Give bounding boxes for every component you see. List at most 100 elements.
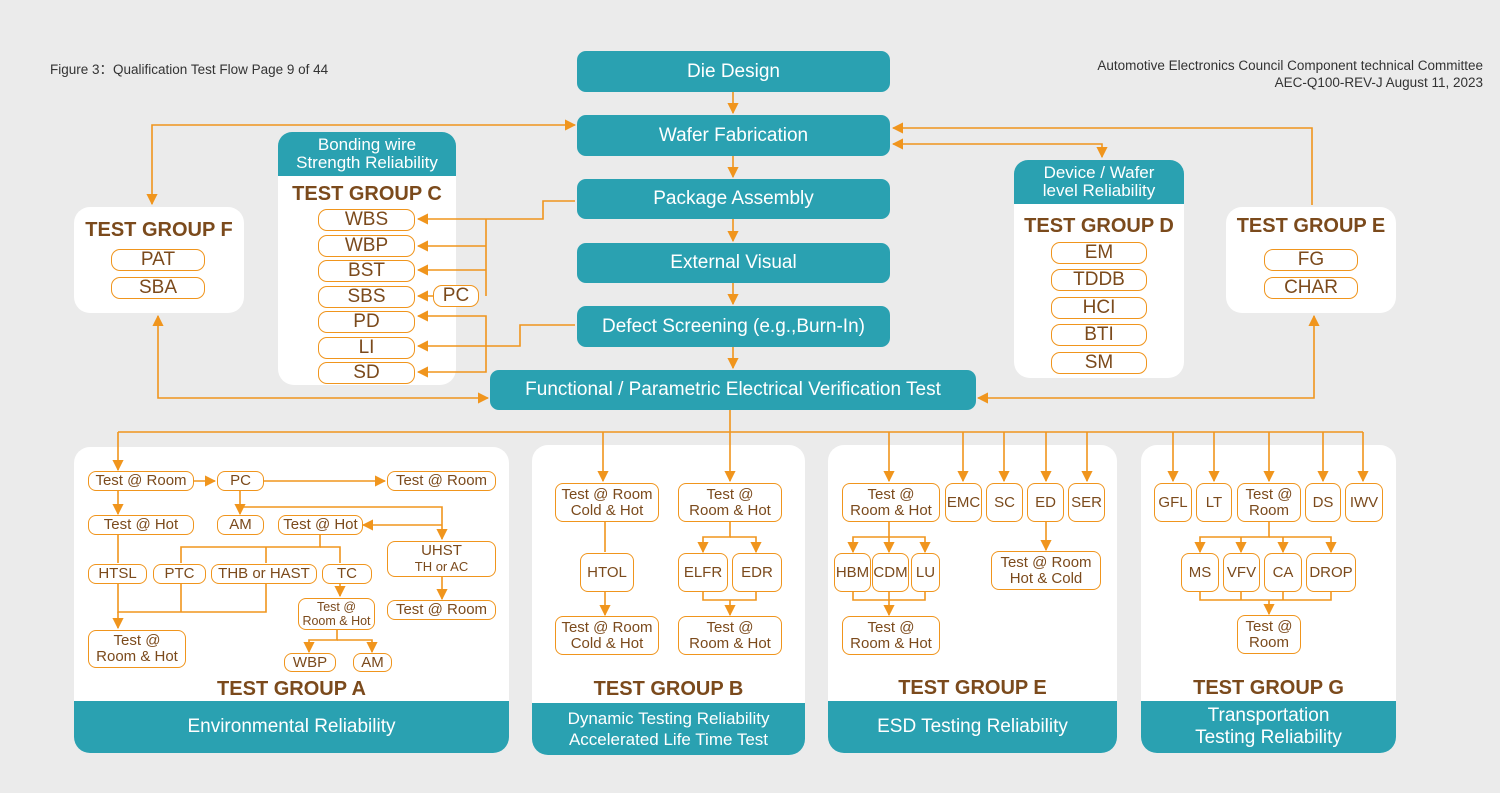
test-room-hot-box: Test @ Room & Hot [298, 598, 375, 630]
iwv-box: IWV [1345, 483, 1383, 522]
footer-line2: Accelerated Life Time Test [568, 730, 769, 749]
group-d-tab-line2: level Reliability [1042, 181, 1156, 200]
emc-box: EMC [945, 483, 982, 522]
group-d-item: HCI [1051, 297, 1147, 319]
group-d-title: TEST GROUP D [1024, 215, 1174, 237]
ed-box: ED [1027, 483, 1064, 522]
test-room-hot-line1: Test @ [113, 632, 161, 649]
group-c-item: BST [318, 260, 415, 282]
die-design-step: Die Design [577, 51, 890, 92]
defect-screening-step: Defect Screening (e.g.,Burn-In) [577, 306, 890, 347]
am-box: AM [353, 653, 392, 672]
group-c-tab-line1: Bonding wire [317, 135, 417, 154]
thb-hast-box: THB or HAST [211, 564, 317, 584]
box-line1: Test @ Room [1000, 553, 1092, 571]
group-a-title: TEST GROUP A [217, 678, 366, 700]
test-room-box: Test @ Room [88, 471, 194, 491]
document-header: Automotive Electronics Council Component… [1097, 57, 1483, 91]
group-c-title: TEST GROUP C [292, 183, 442, 205]
group-f-item: SBA [111, 277, 205, 299]
group-d-tab: Device / Wafer level Reliability [1014, 160, 1184, 204]
test-room-hot-box: Test @ Room & Hot [88, 630, 186, 668]
functional-verification-step: Functional / Parametric Electrical Verif… [490, 370, 976, 410]
test-hot-box: Test @ Hot [88, 515, 194, 535]
drop-box: DROP [1306, 553, 1356, 592]
test-room-hot-box: Test @ Room & Hot [842, 483, 940, 522]
lu-box: LU [911, 553, 940, 592]
group-d-item: EM [1051, 242, 1147, 264]
group-c-item: WBS [318, 209, 415, 231]
group-c-pc: PC [433, 285, 479, 307]
box-line1: Test @ [1245, 485, 1293, 503]
group-e-top-item: FG [1264, 249, 1358, 271]
group-e-top-title: TEST GROUP E [1236, 215, 1386, 237]
box-line2: Cold & Hot [570, 634, 644, 652]
box-line2: Room & Hot [689, 501, 771, 519]
ptc-box: PTC [153, 564, 206, 584]
group-d-tab-line1: Device / Wafer [1043, 163, 1155, 182]
test-room-box: Test @ Room [1237, 483, 1301, 522]
box-line1: Test @ Room [561, 485, 653, 503]
group-c-item: PD [318, 311, 415, 333]
ms-box: MS [1181, 553, 1219, 592]
figure-caption: Figure 3：Qualification Test Flow Page 9 … [50, 62, 329, 77]
box-line2: Room & Hot [850, 501, 932, 519]
box-line1: Test @ [706, 618, 754, 636]
group-d-item: BTI [1051, 324, 1147, 346]
group-f-title: TEST GROUP F [85, 219, 233, 241]
box-line1: Test @ [867, 618, 915, 636]
group-c-item: LI [318, 337, 415, 359]
uhst-sub-label: TH or AC [414, 559, 469, 574]
box-line1: Test @ Room [561, 618, 653, 636]
group-e-top-item: CHAR [1264, 277, 1358, 299]
group-c-tab: Bonding wire Strength Reliability [278, 132, 456, 176]
revision-date: AEC-Q100-REV-J August 11, 2023 [1274, 75, 1483, 90]
test-room-hot-box: Test @ Room & Hot [678, 483, 782, 522]
test-room-hot-box: Test @ Room & Hot [842, 616, 940, 655]
group-a-footer: Environmental Reliability [74, 701, 509, 753]
group-g-footer: Transportation Testing Reliability [1141, 701, 1396, 753]
test-room-hot-line1: Test @ [316, 600, 357, 614]
footer-line1: Dynamic Testing Reliability [567, 709, 770, 728]
test-room-hot-line2: Room & Hot [96, 648, 178, 665]
test-room-cold-hot-box: Test @ Room Cold & Hot [555, 616, 659, 655]
box-line2: Hot & Cold [1009, 569, 1083, 587]
sc-box: SC [986, 483, 1023, 522]
box-line1: Test @ [1245, 617, 1293, 635]
council-name: Automotive Electronics Council Component… [1097, 58, 1483, 73]
footer-line2: Testing Reliability [1195, 727, 1342, 748]
test-room-cold-hot-box: Test @ Room Cold & Hot [555, 483, 659, 522]
ca-box: CA [1264, 553, 1302, 592]
am-box: AM [217, 515, 264, 535]
box-line2: Cold & Hot [570, 501, 644, 519]
group-g-title: TEST GROUP G [1193, 677, 1344, 699]
box-line2: Room & Hot [850, 634, 932, 652]
test-room-box: Test @ Room [387, 600, 496, 620]
test-hot-box: Test @ Hot [278, 515, 363, 535]
package-assembly-step: Package Assembly [577, 179, 890, 219]
group-c-tab-line2: Strength Reliability [296, 153, 438, 172]
test-room-hot-cold-box: Test @ Room Hot & Cold [991, 551, 1101, 590]
tc-box: TC [322, 564, 372, 584]
test-room-hot-box: Test @ Room & Hot [678, 616, 782, 655]
group-e-title: TEST GROUP E [898, 677, 1047, 699]
uhst-box: UHST TH or AC [387, 541, 496, 577]
elfr-box: ELFR [678, 553, 728, 592]
cdm-box: CDM [872, 553, 909, 592]
footer-line1: Transportation [1207, 705, 1330, 726]
group-e-footer: ESD Testing Reliability [828, 701, 1117, 753]
box-line1: Test @ [706, 485, 754, 503]
group-b-footer: Dynamic Testing Reliability Accelerated … [532, 703, 805, 755]
vfv-box: VFV [1223, 553, 1260, 592]
test-room-hot-line2: Room & Hot [302, 614, 371, 628]
htol-box: HTOL [580, 553, 634, 592]
lt-box: LT [1196, 483, 1232, 522]
test-room-box: Test @ Room [1237, 615, 1301, 654]
group-c-item: WBP [318, 235, 415, 257]
uhst-label: UHST [421, 542, 462, 559]
hbm-box: HBM [834, 553, 871, 592]
gfl-box: GFL [1154, 483, 1192, 522]
pc-box: PC [217, 471, 264, 491]
group-d-item: SM [1051, 352, 1147, 374]
